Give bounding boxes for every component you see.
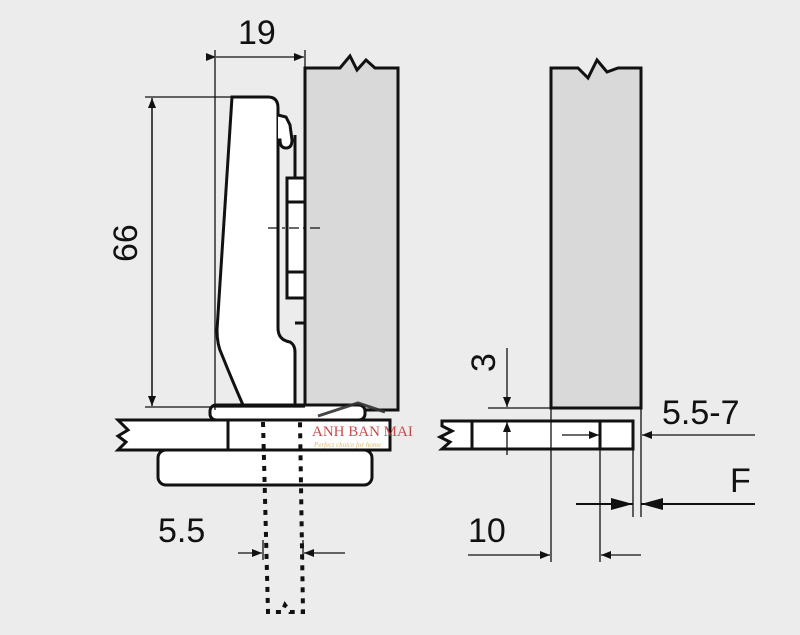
cup-hole-dotted bbox=[261, 421, 306, 614]
watermark-tagline: Perfect choice for home bbox=[313, 441, 381, 449]
dim-19-label: 19 bbox=[238, 14, 276, 52]
cabinet-side-panel-left bbox=[303, 53, 400, 412]
dim-10-label: 10 bbox=[468, 512, 506, 550]
watermark-logo: ANH BAN MAI Perfect choice for home bbox=[312, 401, 413, 449]
dim-5.5-7-label: 5.5-7 bbox=[662, 394, 740, 432]
watermark-brand: ANH BAN MAI bbox=[312, 424, 413, 440]
hinge-clip bbox=[277, 113, 294, 150]
cabinet-side-panel-right bbox=[549, 57, 643, 410]
dim-5.5-label: 5.5 bbox=[158, 512, 205, 550]
dim-66-label: 66 bbox=[107, 224, 145, 262]
door-panel-right bbox=[436, 419, 635, 451]
hinge-base-block bbox=[285, 176, 307, 300]
dim-f-label: F bbox=[730, 462, 751, 500]
hinge-arm bbox=[215, 95, 297, 407]
door-panel-left bbox=[114, 418, 392, 452]
dim-3-label: 3 bbox=[465, 353, 503, 372]
